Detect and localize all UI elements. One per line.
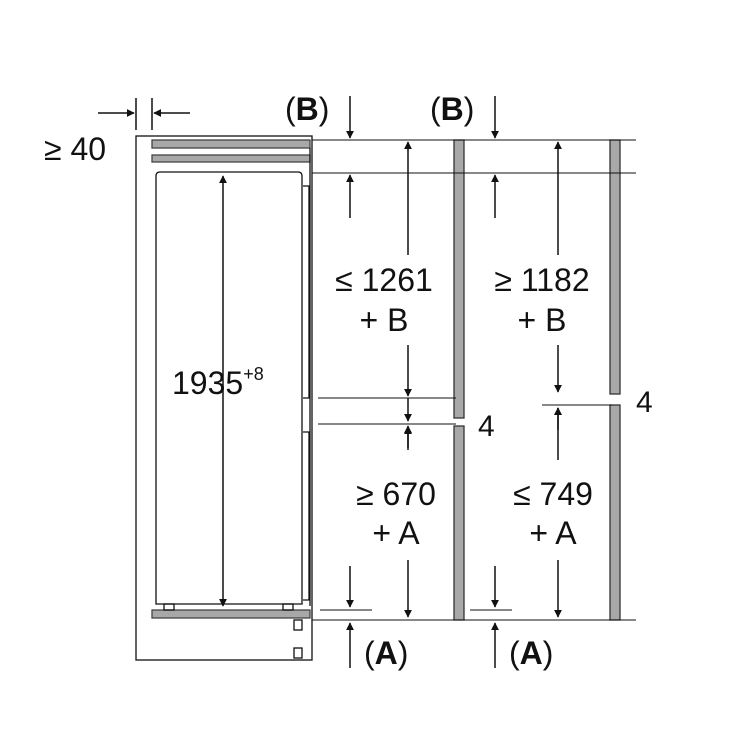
upper-right-dim-line1: ≥ 1182 — [494, 262, 589, 298]
a-right-label: (A) — [509, 635, 553, 671]
a-left-label: (A) — [364, 635, 408, 671]
height-tolerance: +8 — [243, 364, 264, 384]
lower-right-dim-line1: ≤ 749 — [513, 476, 593, 512]
height-value: 1935 — [172, 365, 243, 401]
b-right-label: (B) — [430, 91, 474, 127]
top-rail — [151, 154, 311, 163]
upper-right-dim-line2: + B — [518, 302, 567, 338]
height-label: 1935+8 — [172, 364, 264, 401]
b-left-label: (B) — [285, 91, 329, 127]
lower-right-dim-line2: + A — [529, 515, 577, 551]
upper-door-edge — [303, 185, 310, 399]
gap-right-label: 4 — [636, 386, 653, 419]
foot-right — [282, 603, 294, 611]
dimension-labels: ≥ 40 1935+8 (B) (B) ≤ 1261 + B ≥ 1182 + … — [44, 91, 653, 671]
foot-left — [163, 603, 175, 611]
door-panel-lower-right — [609, 404, 621, 621]
top-panel — [151, 139, 311, 149]
upper-left-dim-line2: + B — [360, 302, 409, 338]
door-panel-upper-left — [453, 139, 465, 419]
appliance-body — [155, 171, 303, 605]
hinge-block — [293, 619, 303, 631]
lower-left-dim-line1: ≥ 670 — [356, 476, 436, 512]
door-panel-upper-right — [609, 139, 621, 395]
housing-outline — [135, 135, 313, 661]
gap-left-label: 4 — [478, 410, 495, 443]
door-panel-lower-left — [453, 425, 465, 621]
plinth-block — [293, 647, 303, 659]
lower-door-edge — [303, 431, 310, 601]
lower-left-dim-line2: + A — [372, 515, 420, 551]
upper-left-dim-line1: ≤ 1261 — [335, 262, 433, 298]
appliance-housing — [135, 135, 313, 661]
plinth-bar — [151, 609, 311, 619]
dimension-arrows — [98, 96, 562, 668]
top-gap-label: ≥ 40 — [44, 131, 106, 167]
reference-lines — [312, 139, 636, 621]
